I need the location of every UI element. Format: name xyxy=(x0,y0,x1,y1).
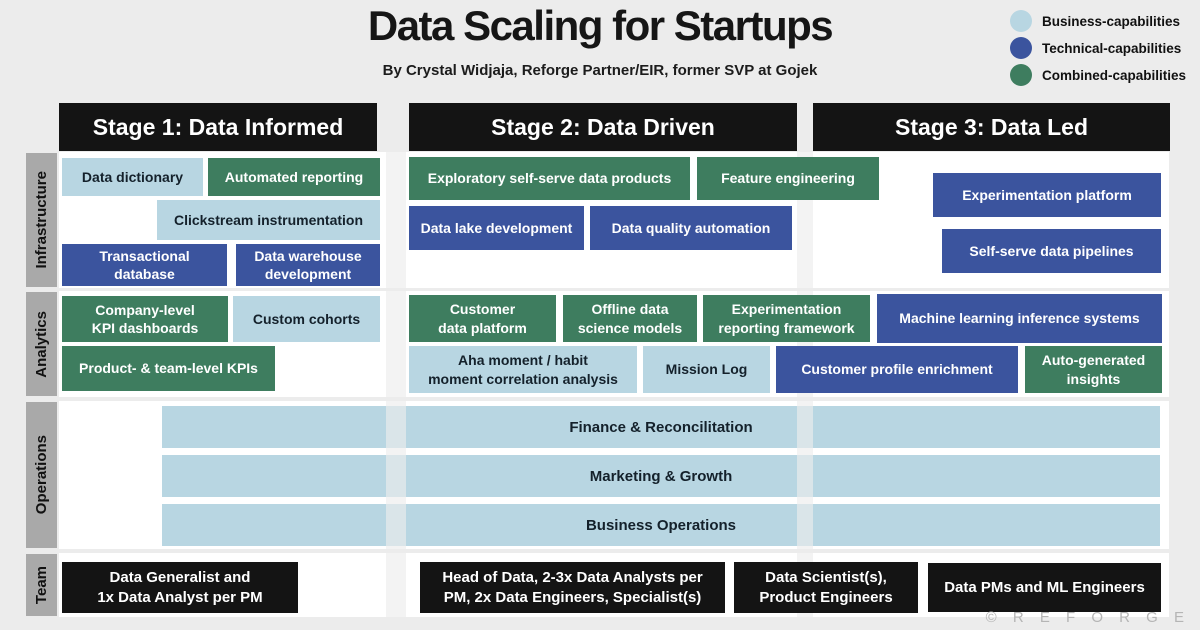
capability-box-exploratory-self-serve-data-products: Exploratory self-serve data products xyxy=(409,157,690,200)
legend-item-technical: Technical-capabilities xyxy=(1009,37,1186,59)
capability-box-mission-log: Mission Log xyxy=(643,346,770,393)
legend-item-business: Business-capabilities xyxy=(1009,10,1186,32)
legend-item-combined: Combined-capabilities xyxy=(1009,64,1186,86)
row-label-text: Team xyxy=(33,565,50,605)
capability-box-transactional-database: Transactional database xyxy=(62,244,227,286)
operations-bar-marketing: Marketing & Growth xyxy=(162,455,1160,497)
row-label-infrastructure: Infrastructure xyxy=(26,153,57,287)
capability-box-experimentation-reporting-framework: Experimentation reporting framework xyxy=(703,295,870,342)
capability-box-data-quality-automation: Data quality automation xyxy=(590,206,792,250)
stage-3-header: Stage 3: Data Led xyxy=(813,103,1170,151)
row-label-analytics: Analytics xyxy=(26,292,57,396)
capability-box-auto-generated-insights: Auto-generated insights xyxy=(1025,346,1162,393)
combined-capabilities-swatch-icon xyxy=(1009,64,1032,86)
legend-label: Combined-capabilities xyxy=(1041,67,1186,83)
row-label-text: Analytics xyxy=(33,310,50,378)
capability-box-feature-engineering: Feature engineering xyxy=(697,157,879,200)
reforge-credit: © R E F O R G E xyxy=(985,609,1190,626)
capability-box-custom-cohorts: Custom cohorts xyxy=(233,296,380,342)
capability-box-customer-data-platform: Customer data platform xyxy=(409,295,556,342)
technical-capabilities-swatch-icon xyxy=(1009,37,1032,59)
page-subtitle: By Crystal Widjaja, Reforge Partner/EIR,… xyxy=(382,62,818,79)
stage-2-header: Stage 2: Data Driven xyxy=(409,103,797,151)
capability-box-clickstream-instrumentation: Clickstream instrumentation xyxy=(157,200,380,240)
operations-bar-business-ops: Business Operations xyxy=(162,504,1160,546)
capability-box-machine-learning-inference-systems: Machine learning inference systems xyxy=(877,294,1162,343)
capability-box-self-serve-data-pipelines: Self-serve data pipelines xyxy=(942,229,1161,273)
team-box-stage-1: Data Generalist and 1x Data Analyst per … xyxy=(62,562,298,613)
capability-box-data-dictionary: Data dictionary xyxy=(62,158,203,196)
capability-box-data-warehouse-development: Data warehouse development xyxy=(236,244,380,286)
team-box-stage-2-head-of-data: Head of Data, 2-3x Data Analysts per PM,… xyxy=(420,562,725,613)
row-label-text: Infrastructure xyxy=(33,171,50,269)
legend-label: Business-capabilities xyxy=(1041,13,1181,29)
legend: Business-capabilities Technical-capabili… xyxy=(1009,10,1186,86)
capability-box-automated-reporting: Automated reporting xyxy=(208,158,380,196)
capability-box-company-level-kpi-dashboards: Company-level KPI dashboards xyxy=(62,296,228,342)
row-label-text: Operations xyxy=(33,435,50,515)
capability-box-offline-data-science-models: Offline data science models xyxy=(563,295,697,342)
capability-box-experimentation-platform: Experimentation platform xyxy=(933,173,1161,217)
row-label-operations: Operations xyxy=(26,402,57,548)
column-gap-strip-1 xyxy=(386,103,406,617)
business-capabilities-swatch-icon xyxy=(1009,10,1032,32)
operations-bar-finance: Finance & Reconcilitation xyxy=(162,406,1160,448)
capability-box-product-team-level-kpis: Product- & team-level KPIs xyxy=(62,346,275,391)
capability-box-customer-profile-enrichment: Customer profile enrichment xyxy=(776,346,1018,393)
page-title: Data Scaling for Startups xyxy=(367,2,834,49)
capability-box-aha-moment-correlation-analysis: Aha moment / habit moment correlation an… xyxy=(409,346,637,393)
row-label-team: Team xyxy=(26,554,57,616)
team-box-stage-3: Data PMs and ML Engineers xyxy=(928,563,1161,612)
team-box-stage-2-data-scientists: Data Scientist(s), Product Engineers xyxy=(734,562,918,613)
capability-box-data-lake-development: Data lake development xyxy=(409,206,584,250)
stage-1-header: Stage 1: Data Informed xyxy=(59,103,377,151)
legend-label: Technical-capabilities xyxy=(1041,40,1182,56)
